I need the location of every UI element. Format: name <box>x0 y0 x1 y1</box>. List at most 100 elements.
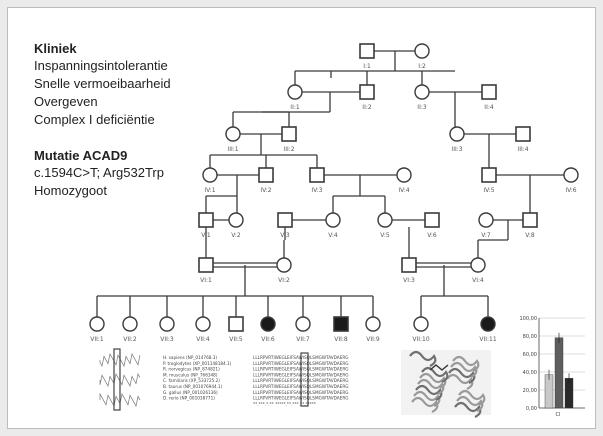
female-symbol <box>563 167 579 183</box>
female-symbol <box>414 43 430 59</box>
mutation-highlight <box>113 348 121 411</box>
individual-vii-4: VII:4 <box>195 316 211 343</box>
individual-label: V:4 <box>328 232 338 239</box>
male-symbol <box>281 126 297 142</box>
male-symbol <box>359 84 375 100</box>
individual-iii-1: III:1 <box>225 126 241 153</box>
individual-v-8: V:8 <box>522 212 538 239</box>
individual-v-6: V:6 <box>424 212 440 239</box>
individual-label: I:1 <box>363 63 371 70</box>
individual-label: IV:6 <box>565 187 576 194</box>
mutation-line-1: c.1594C>T; Arg532Trp <box>34 165 164 180</box>
individual-vi-4: VI:4 <box>470 257 486 284</box>
female-symbol <box>159 316 175 332</box>
individual-label: VII:2 <box>123 336 137 343</box>
individual-iii-2: III:2 <box>281 126 297 153</box>
male-symbol <box>228 316 244 332</box>
individual-label: VII:8 <box>334 336 348 343</box>
individual-label: IV:4 <box>398 187 409 194</box>
individual-label: VII:3 <box>160 336 174 343</box>
individual-label: VII:9 <box>366 336 380 343</box>
individual-ii-4: II:4 <box>481 84 497 111</box>
individual-label: VII:4 <box>196 336 210 343</box>
individual-vii-10: VII:10 <box>412 316 430 343</box>
individual-ii-1: II:1 <box>287 84 303 111</box>
alignment-species: C. familiaris (XP_533725.2) <box>163 378 220 383</box>
female-symbol <box>287 84 303 100</box>
individual-iv-2: IV:2 <box>258 167 274 194</box>
clinic-item-1: Inspanningsintolerantie <box>34 58 168 73</box>
individual-label: II:1 <box>290 104 300 111</box>
chart-ytick-label: 80,00 <box>523 334 537 340</box>
individual-v-2: V:2 <box>228 212 244 239</box>
female-symbol <box>228 212 244 228</box>
individual-label: VI:4 <box>472 277 484 284</box>
alignment-species: M. musculus (NP_766348) <box>163 372 218 377</box>
female-symbol <box>195 316 211 332</box>
individual-vi-1: VI:1 <box>198 257 214 284</box>
individual-label: V:7 <box>481 232 491 239</box>
individual-label: IV:2 <box>260 187 271 194</box>
female-symbol <box>122 316 138 332</box>
individual-label: V:8 <box>525 232 535 239</box>
individual-vi-2: VI:2 <box>276 257 292 284</box>
female-symbol <box>202 167 218 183</box>
supplementary-figures: H. sapiens (NP_014768.3)LLLRPVRTIWEGLEIF… <box>99 316 585 418</box>
clinic-item-2: Snelle vermoeibaarheid <box>34 76 171 91</box>
individual-label: III:2 <box>283 146 294 153</box>
individual-label: IV:5 <box>483 187 494 194</box>
male-symbol <box>401 257 417 273</box>
individual-label: II:3 <box>417 104 427 111</box>
individual-vii-6: VII:6 <box>260 316 276 343</box>
individual-vii-8: VII:8 <box>333 316 349 343</box>
individual-label: V:3 <box>280 232 290 239</box>
chart-ytick-label: 40,00 <box>523 370 537 376</box>
individual-v-7: V:7 <box>478 212 494 239</box>
alignment-species: B. taurus (NP_001076944.1) <box>163 384 223 389</box>
sequence-alignment: H. sapiens (NP_014768.3)LLLRPVRTIWEGLEIF… <box>163 352 348 407</box>
clinic-item-4: Complex I deficiëntie <box>34 112 155 127</box>
female-symbol <box>478 212 494 228</box>
female-symbol <box>449 126 465 142</box>
individual-label: VI:1 <box>200 277 212 284</box>
individual-iv-3: IV:3 <box>309 167 325 194</box>
alignment-species: H. sapiens (NP_014768.3) <box>163 355 217 360</box>
individual-label: II:2 <box>362 104 372 111</box>
individual-i-2: I:2 <box>414 43 430 70</box>
individual-label: VII:7 <box>296 336 310 343</box>
individual-v-1: V:1 <box>198 212 214 239</box>
chart-ytick-label: 100,00 <box>520 316 538 322</box>
female-symbol <box>260 316 276 332</box>
chart-ytick-label: 20,00 <box>523 388 537 394</box>
female-symbol <box>414 84 430 100</box>
chart-category-label: CI <box>556 412 561 418</box>
individual-label: VII:10 <box>412 336 429 343</box>
individual-i-1: I:1 <box>359 43 375 70</box>
individual-ii-3: II:3 <box>414 84 430 111</box>
female-symbol <box>480 316 496 332</box>
mutation-line-2: Homozygoot <box>34 183 107 198</box>
individual-v-4: V:4 <box>325 212 341 239</box>
male-symbol <box>198 257 214 273</box>
alignment-highlight <box>300 352 309 407</box>
female-symbol <box>295 316 311 332</box>
alignment-species: D. rerio (NP_001038771) <box>163 396 215 401</box>
male-symbol <box>333 316 349 332</box>
alignment-consensus: **.***.*.** *****.**.***.**.***** <box>253 401 316 406</box>
individual-label: VI:3 <box>403 277 415 284</box>
individual-label: III:3 <box>451 146 462 153</box>
individual-iv-5: IV:5 <box>481 167 497 194</box>
male-symbol <box>522 212 538 228</box>
male-symbol <box>481 167 497 183</box>
female-symbol <box>225 126 241 142</box>
individual-label: V:2 <box>231 232 241 239</box>
individual-label: VI:2 <box>278 277 290 284</box>
female-symbol <box>413 316 429 332</box>
individual-label: III:4 <box>517 146 528 153</box>
alignment-species: P. troglodytes (XP_001148184.1) <box>163 361 232 366</box>
clinic-item-3: Overgeven <box>34 94 98 109</box>
clinic-heading: Kliniek <box>34 41 77 56</box>
individual-vii-2: VII:2 <box>122 316 138 343</box>
